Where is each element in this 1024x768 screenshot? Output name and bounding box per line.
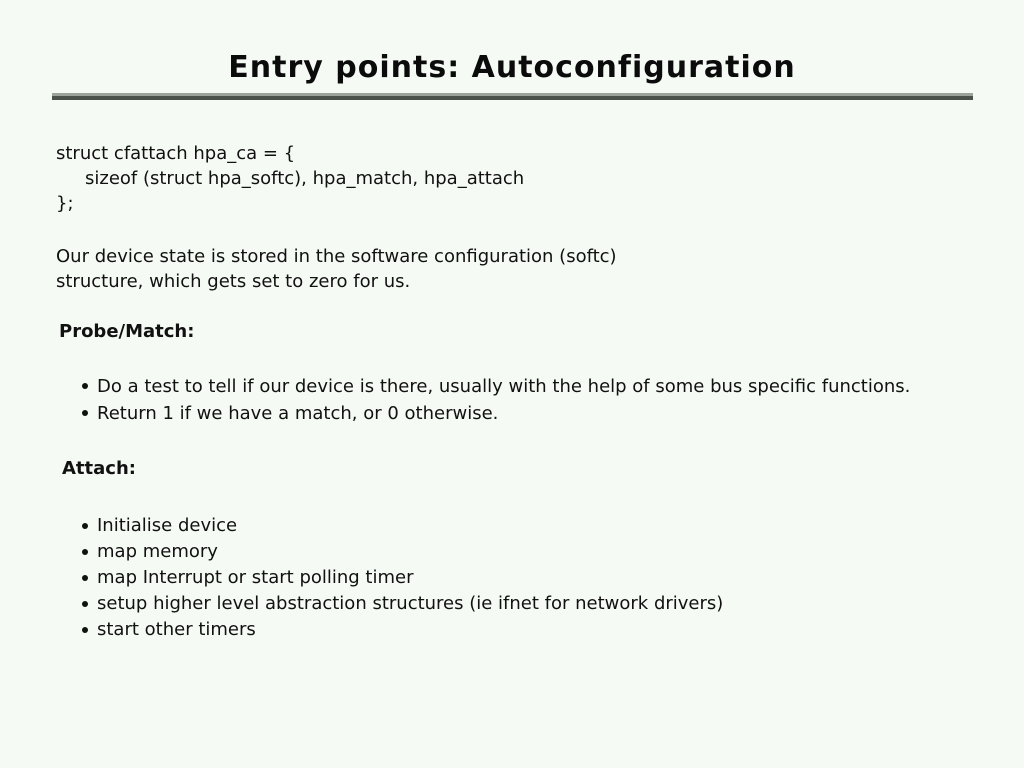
bullet-icon — [82, 383, 88, 389]
list-item-text: map Interrupt or start polling timer — [97, 567, 414, 588]
code-block: struct cfattach hpa_ca = { sizeof (struc… — [56, 141, 984, 216]
attach-bullet-list: Initialise device map memory map Interru… — [82, 513, 984, 643]
section-heading-attach: Attach: — [62, 458, 136, 479]
list-item-text: Return 1 if we have a match, or 0 otherw… — [97, 403, 499, 424]
slide-title: Entry points: Autoconfiguration — [228, 50, 796, 85]
code-line: struct cfattach hpa_ca = { — [56, 143, 296, 164]
list-item-text: map memory — [97, 541, 218, 562]
paragraph-line: structure, which gets set to zero for us… — [56, 271, 411, 292]
code-line: }; — [56, 193, 74, 214]
list-item: Do a test to tell if our device is there… — [82, 373, 984, 400]
list-item: Initialise device — [82, 513, 984, 539]
list-item-text: start other timers — [97, 619, 256, 640]
intro-paragraph: Our device state is stored in the softwa… — [56, 244, 984, 294]
list-item-text: setup higher level abstraction structure… — [97, 593, 724, 614]
probe-match-bullet-list: Do a test to tell if our device is there… — [82, 373, 984, 427]
paragraph-line: Our device state is stored in the softwa… — [56, 246, 617, 267]
bullet-icon — [82, 523, 88, 529]
bullet-icon — [82, 575, 88, 581]
section-heading-probe-match: Probe/Match: — [59, 321, 195, 342]
list-item: start other timers — [82, 617, 984, 643]
list-item: setup higher level abstraction structure… — [82, 591, 984, 617]
slide-content: struct cfattach hpa_ca = { sizeof (struc… — [0, 100, 1024, 643]
list-item: map Interrupt or start polling timer — [82, 565, 984, 591]
title-rule — [51, 93, 973, 100]
list-item: Return 1 if we have a match, or 0 otherw… — [82, 400, 984, 427]
code-line: sizeof (struct hpa_softc), hpa_match, hp… — [85, 168, 525, 189]
bullet-icon — [82, 601, 88, 607]
bullet-icon — [82, 410, 88, 416]
bullet-icon — [82, 627, 88, 633]
list-item-text: Initialise device — [97, 515, 238, 536]
list-item: map memory — [82, 539, 984, 565]
list-item-text: Do a test to tell if our device is there… — [97, 376, 911, 397]
bullet-icon — [82, 549, 88, 555]
